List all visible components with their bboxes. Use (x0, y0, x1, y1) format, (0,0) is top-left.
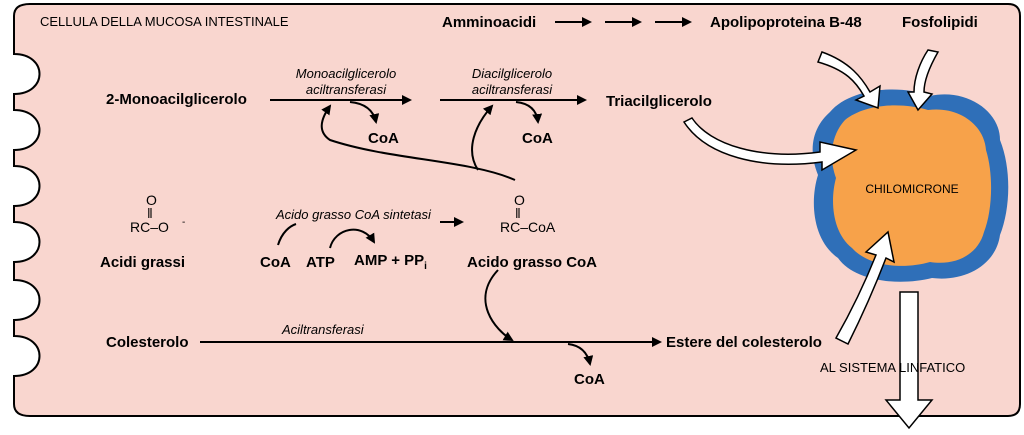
label-monoacylglycerol: 2-Monoacilglicerolo (106, 91, 247, 108)
label-enzyme-2-line-1: Diacilglicerolo (472, 66, 552, 81)
arrow-atp-to-amp (329, 228, 376, 249)
label-cholesterol-ester: Estere del colesterolo (666, 334, 822, 351)
arrow-coa-in (277, 223, 297, 246)
acyl-coa-double-bond: ‖ (515, 205, 521, 221)
label-acyl-coa: Acido grasso CoA (467, 254, 597, 271)
arrow-coa-release-1 (349, 101, 380, 124)
label-cholesterol: Colesterolo (106, 334, 189, 351)
arrow-acylcoa-feed-2 (471, 104, 494, 171)
label-coa-2: CoA (522, 130, 553, 147)
fatty-acid-formula: RC–O (130, 219, 169, 235)
cell-title: CELLULA DELLA MUCOSA INTESTINALE (40, 14, 289, 29)
label-aminoacids: Amminoacidi (442, 14, 536, 31)
cell-membrane (13, 3, 1021, 417)
acyl-coa-oxygen: O (514, 192, 525, 208)
label-enzyme-1-line-2: aciltransferasi (306, 82, 387, 97)
hollow-arrow-apolipoprotein (816, 51, 881, 110)
label-coa-substrate: CoA (260, 254, 291, 271)
hollow-arrow-cholesterol-ester (834, 230, 896, 346)
label-apolipoprotein: Apolipoproteina B-48 (710, 14, 862, 31)
label-atp: ATP (306, 254, 335, 271)
label-synthetase: Acido grasso CoA sintetasi (275, 207, 432, 222)
hollow-arrow-lymph (884, 291, 934, 430)
fatty-acid-charge: - (182, 217, 185, 228)
arrow-acylcoa-to-ester (484, 269, 514, 342)
label-fatty-acids: Acidi grassi (100, 254, 185, 271)
hollow-arrow-phospholipids (906, 49, 940, 112)
label-phospholipids: Fosfolipidi (902, 14, 978, 31)
arrow-coa-release-2 (515, 101, 543, 124)
label-enzyme-2-line-2: aciltransferasi (472, 82, 553, 97)
label-coa-1: CoA (368, 130, 399, 147)
label-triacylglycerol: Triacilglicerolo (606, 93, 712, 110)
fatty-acid-double-bond: ‖ (147, 205, 153, 221)
label-amp-ppi: AMP + PPi (354, 252, 427, 272)
label-coa-3: CoA (574, 371, 605, 388)
acyl-coa-formula: RC–CoA (500, 219, 556, 235)
label-enzyme-1-line-1: Monoacilglicerolo (296, 66, 396, 81)
hollow-arrow-triacylglycerol (682, 117, 859, 172)
chylomicron-core (831, 105, 992, 266)
arrow-coa-release-3 (567, 343, 594, 366)
label-acyltransferase: Aciltransferasi (281, 322, 365, 337)
fatty-acid-oxygen: O (146, 192, 157, 208)
label-lymph: AL SISTEMA LINFATICO (820, 360, 965, 375)
label-chylomicron: CHILOMICRONE (865, 182, 958, 196)
